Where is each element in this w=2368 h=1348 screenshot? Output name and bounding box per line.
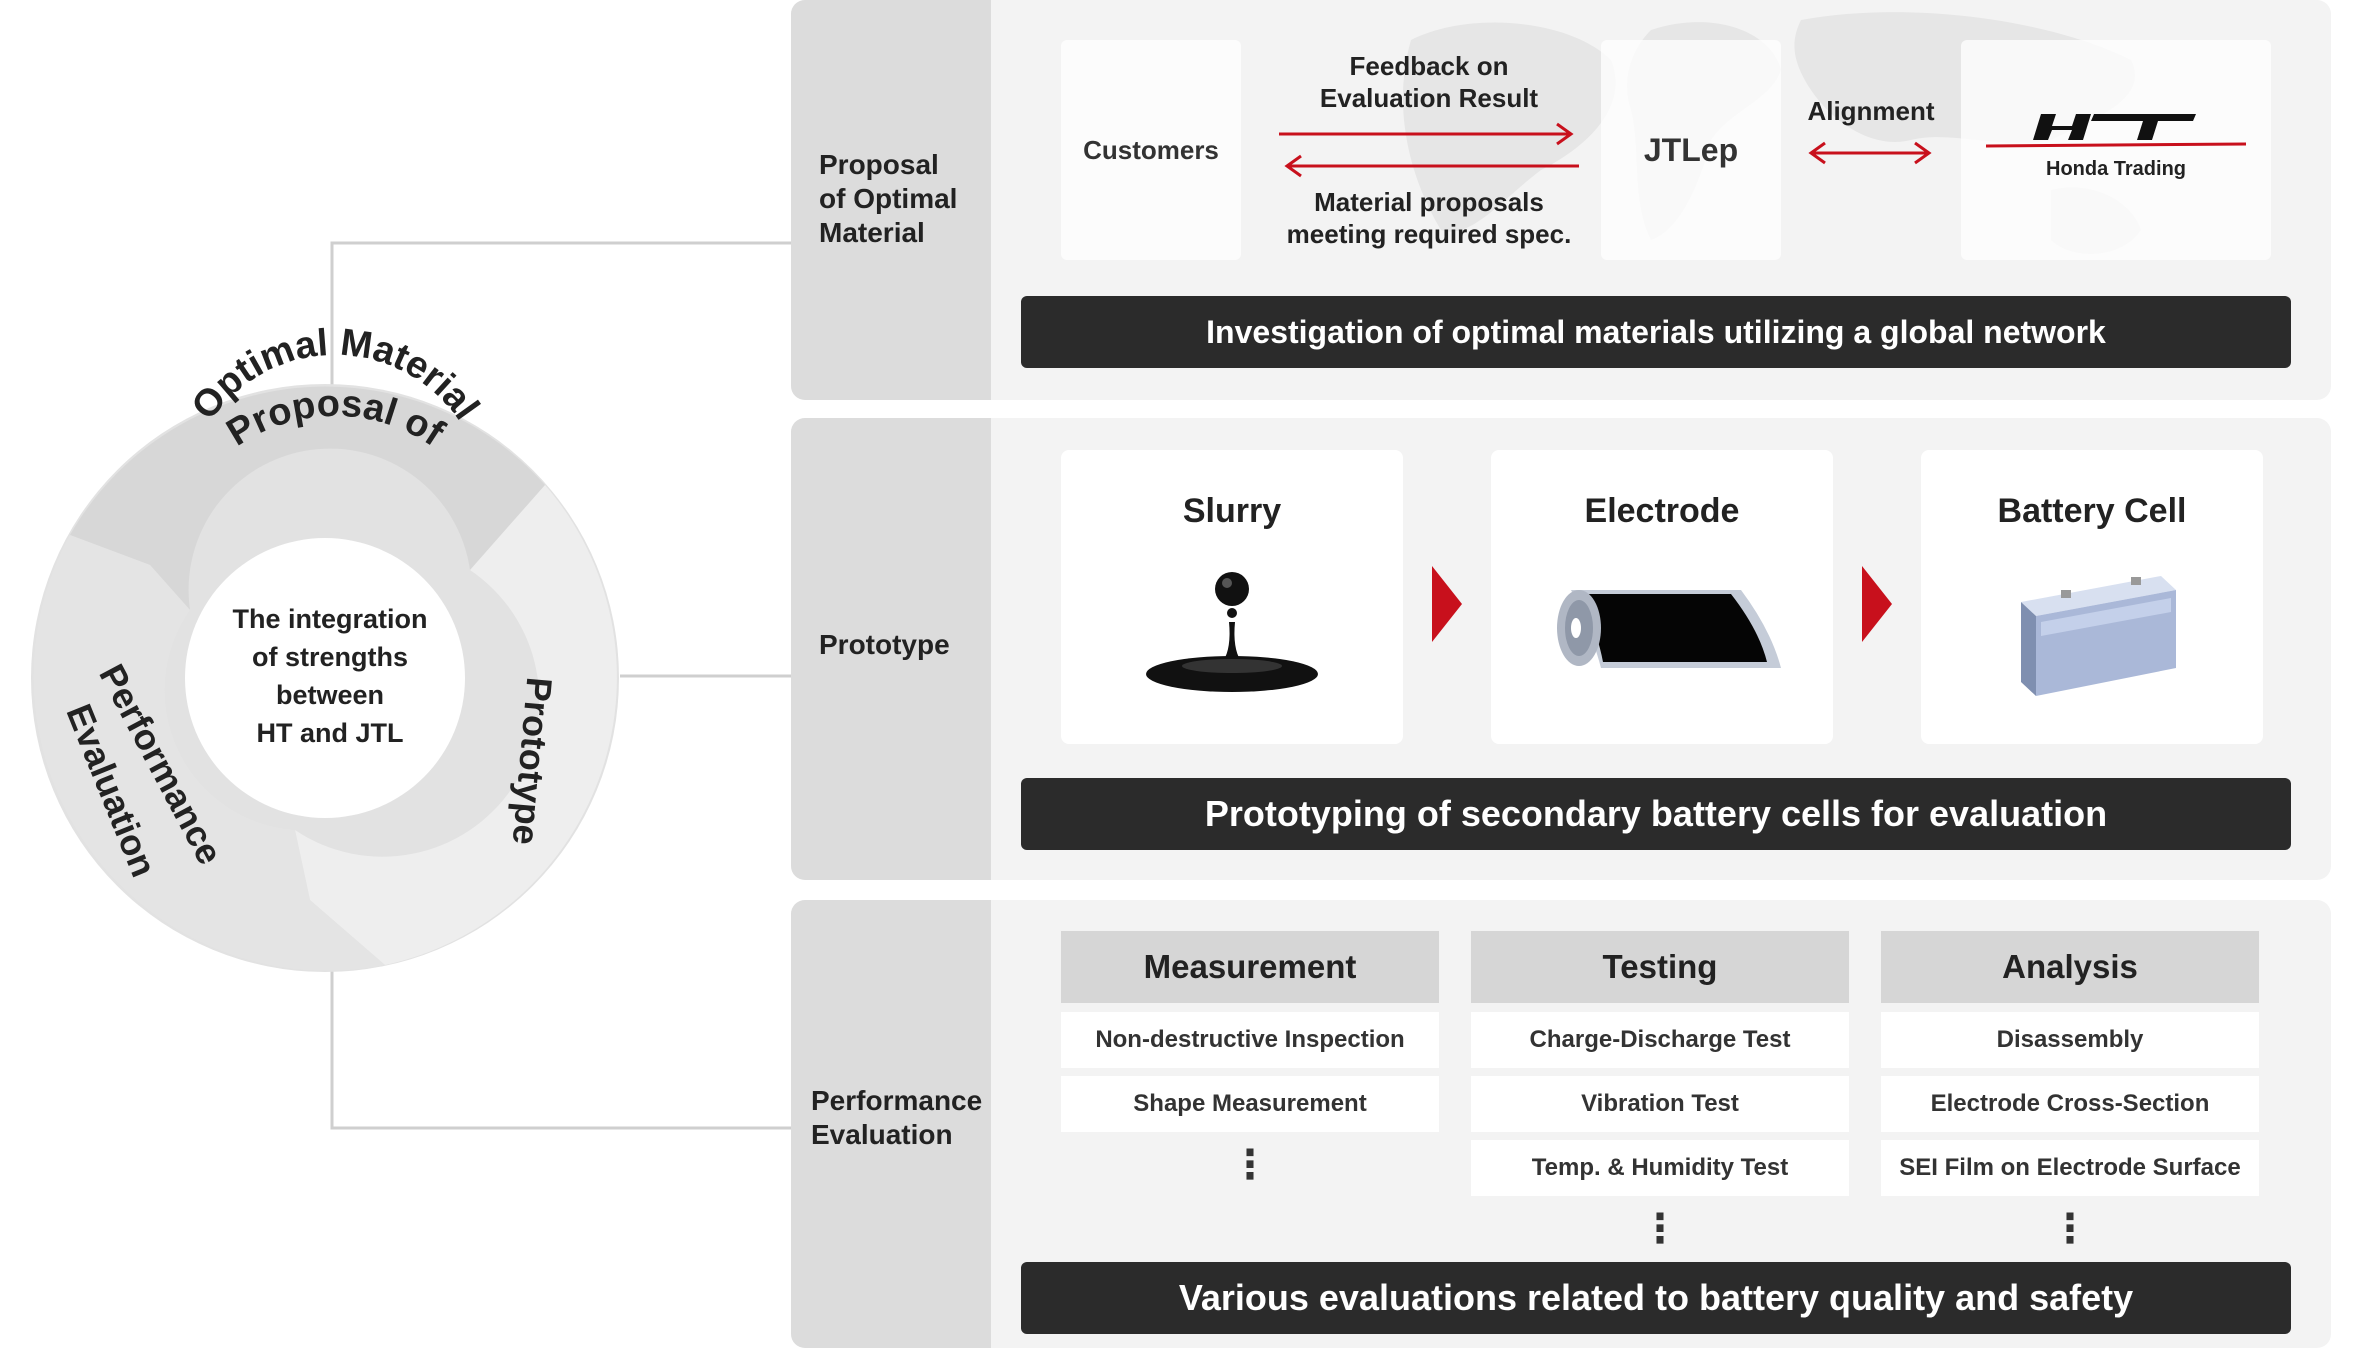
customers-box: Customers bbox=[1061, 40, 1241, 260]
feedback-label: Feedback on Evaluation Result bbox=[1269, 50, 1589, 114]
ring-segment-evaluation bbox=[33, 535, 386, 971]
column-header-analysis: Analysis bbox=[1881, 931, 2259, 1003]
cycle-center-text: The integration of strengths between HT … bbox=[190, 600, 470, 752]
more-dots: ⋮ bbox=[2050, 1207, 2090, 1251]
label-line: Proposal bbox=[819, 149, 939, 180]
label-line: Material bbox=[819, 217, 925, 248]
column-item: Disassembly bbox=[1881, 1012, 2259, 1068]
step-arrow-1 bbox=[1432, 566, 1462, 642]
column-item: Temp. & Humidity Test bbox=[1471, 1140, 1849, 1196]
step-card-slurry: Slurry bbox=[1061, 450, 1403, 744]
section-side-panel bbox=[791, 0, 991, 400]
column-header-measurement: Measurement bbox=[1061, 931, 1439, 1003]
center-line: between bbox=[275, 680, 385, 710]
customers-label: Customers bbox=[1083, 134, 1219, 165]
section-label-prototype: Prototype bbox=[819, 629, 950, 660]
label-line: Material proposals bbox=[1314, 187, 1544, 217]
label-line: Performance bbox=[811, 1085, 983, 1116]
label-line: meeting required spec. bbox=[1286, 219, 1572, 249]
column-item: Shape Measurement bbox=[1061, 1076, 1439, 1132]
column-item: Electrode Cross-Section bbox=[1881, 1076, 2259, 1132]
column-item: SEI Film on Electrode Surface bbox=[1881, 1140, 2259, 1196]
step-arrow-2 bbox=[1862, 566, 1892, 642]
step-card-electrode: Electrode bbox=[1491, 450, 1833, 744]
center-line: HT and JTL bbox=[256, 718, 404, 748]
section-evaluation: Performance Evaluation Measurement Non-d… bbox=[791, 900, 2331, 1348]
honda-trading-logo bbox=[1986, 114, 2246, 148]
evaluation-banner: Various evaluations related to battery q… bbox=[1021, 1262, 2291, 1334]
alignment-arrow bbox=[1808, 141, 1932, 165]
label-line: Feedback on bbox=[1349, 51, 1509, 81]
label-line: Evaluation Result bbox=[1319, 83, 1539, 113]
proposal-banner: Investigation of optimal materials utili… bbox=[1021, 296, 2291, 368]
label-line: Evaluation bbox=[811, 1119, 953, 1150]
center-line: The integration bbox=[232, 604, 428, 634]
step-title: Electrode bbox=[1584, 492, 1740, 530]
section-label-evaluation: Performance Evaluation bbox=[811, 1084, 982, 1152]
section-label-proposal: Proposal of Optimal Material bbox=[819, 148, 957, 250]
battery-cell-icon bbox=[2021, 576, 2176, 696]
electrode-roll-icon bbox=[1557, 590, 1781, 668]
feedback-arrows bbox=[1279, 122, 1579, 178]
column-header-testing: Testing bbox=[1471, 931, 1849, 1003]
connector-lines bbox=[330, 241, 791, 1130]
section-proposal: Proposal of Optimal Material Customers J… bbox=[791, 0, 2331, 400]
ring-center bbox=[185, 538, 465, 818]
cycle-ring bbox=[31, 384, 619, 972]
step-title: Slurry bbox=[1182, 492, 1282, 530]
honda-trading-name: Honda Trading bbox=[2046, 158, 2186, 180]
honda-trading-box bbox=[1961, 40, 2271, 260]
section-prototype: Prototype Slurry Electrode Battery Cell bbox=[791, 418, 2331, 880]
section-side-panel bbox=[791, 900, 991, 1348]
more-dots: ⋮ bbox=[1230, 1143, 1270, 1187]
column-item: Non-destructive Inspection bbox=[1061, 1012, 1439, 1068]
center-line: of strengths bbox=[251, 642, 408, 672]
alignment-label: Alignment bbox=[1807, 96, 1935, 126]
column-item: Vibration Test bbox=[1471, 1076, 1849, 1132]
step-title: Battery Cell bbox=[1997, 492, 2187, 530]
jtlep-box: JTLep bbox=[1601, 40, 1781, 260]
jtlep-label: JTLep bbox=[1643, 131, 1739, 168]
section-side-panel bbox=[791, 418, 991, 880]
proposals-label: Material proposals meeting required spec… bbox=[1269, 186, 1589, 250]
column-item: Charge-Discharge Test bbox=[1471, 1012, 1849, 1068]
ring-segment-prototype bbox=[295, 485, 617, 965]
step-card-battery-cell: Battery Cell bbox=[1921, 450, 2263, 744]
prototype-banner: Prototyping of secondary battery cells f… bbox=[1021, 778, 2291, 850]
label-line: of Optimal bbox=[819, 183, 958, 214]
ring-segment-proposal bbox=[70, 386, 545, 610]
more-dots: ⋮ bbox=[1640, 1207, 1680, 1251]
slurry-drop-icon bbox=[1146, 572, 1318, 692]
